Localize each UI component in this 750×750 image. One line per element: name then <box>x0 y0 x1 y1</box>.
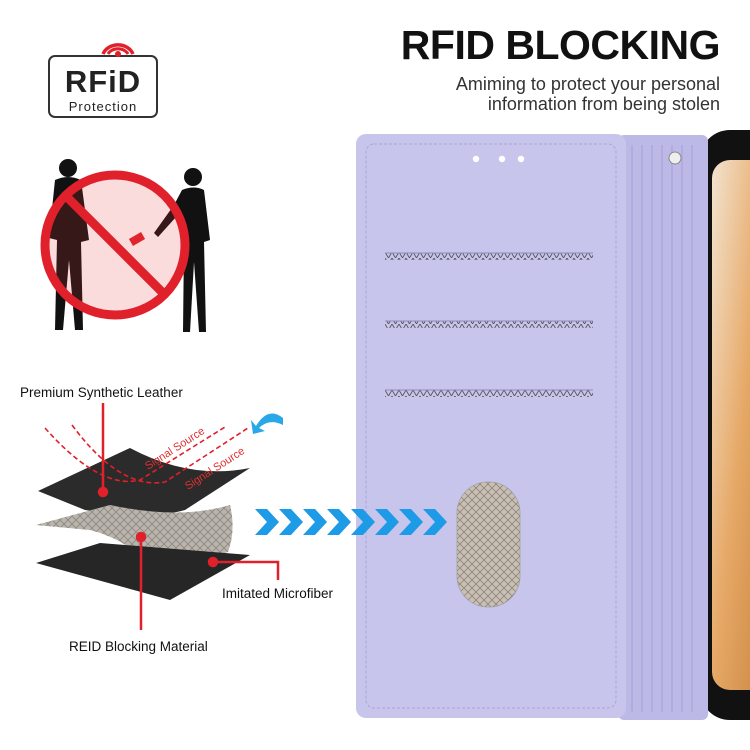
logo-sub-text: Protection <box>68 99 138 114</box>
label-microfiber: Imitated Microfiber <box>222 586 334 601</box>
subtitle-line-2: information from being stolen <box>487 94 720 114</box>
subtitle-line-1: Amiming to protect your personal <box>455 74 720 94</box>
logo-main-text: RFiD <box>64 64 142 99</box>
strap-ring <box>668 151 682 165</box>
label-premium-leather: Premium Synthetic Leather <box>20 385 183 400</box>
wifi-signal-icon <box>101 43 135 55</box>
rfid-protection-logo <box>48 43 158 118</box>
phone-screen <box>712 160 750 690</box>
curved-arrow-icon <box>251 413 283 434</box>
leather-layer <box>38 448 250 515</box>
microfiber-layer <box>36 543 250 600</box>
chevron-arrows-icon <box>255 509 447 535</box>
page-title: RFID BLOCKING <box>400 22 721 68</box>
card-slots <box>385 252 593 397</box>
label-blocking-material: REID Blocking Material <box>69 639 208 654</box>
svg-text:Signal Source: Signal Source <box>143 425 207 472</box>
